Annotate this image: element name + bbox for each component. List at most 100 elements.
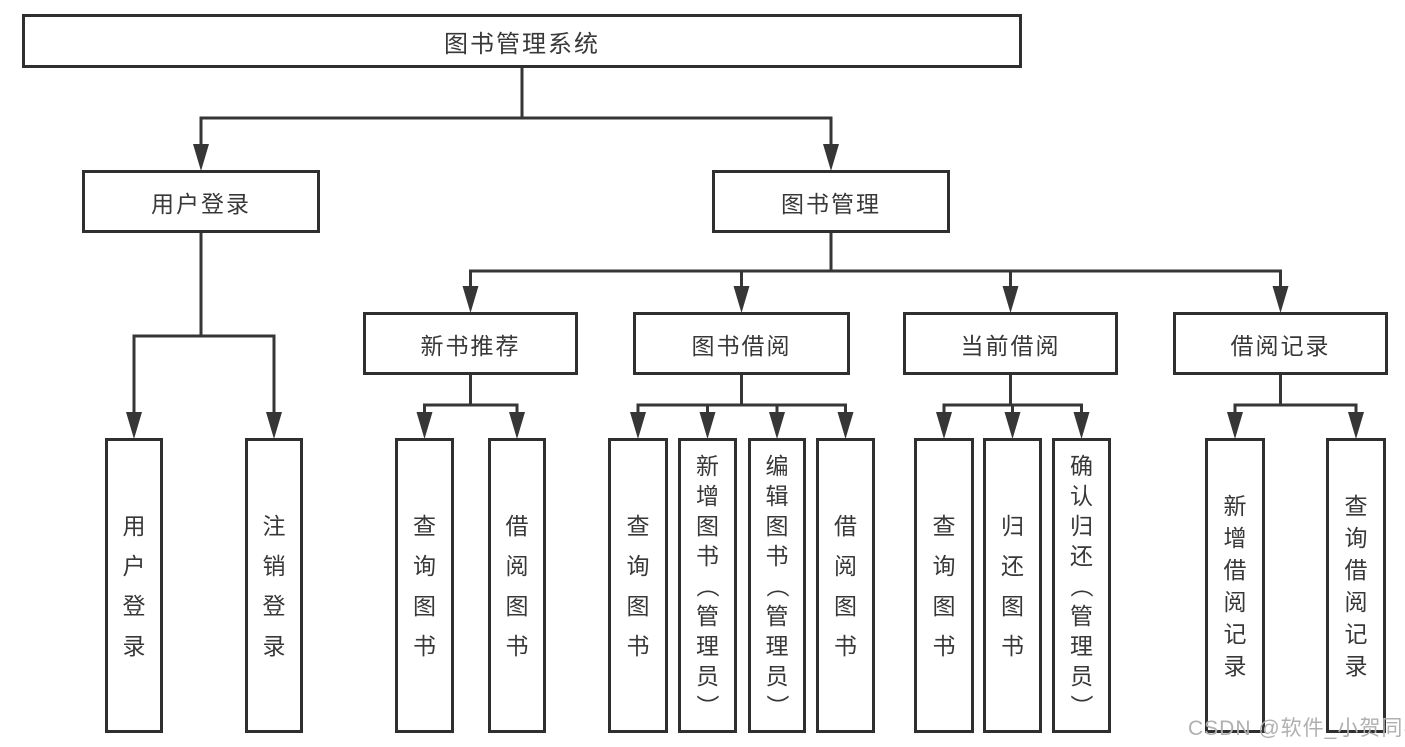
vertical-label-char: 图 [834, 592, 857, 619]
vertical-label-char: 归 [1070, 512, 1093, 539]
node-logout: 注销登录 [245, 438, 303, 733]
arrowhead-icon [936, 412, 952, 439]
vertical-label-char: 户 [122, 552, 146, 579]
node-current-borrow: 当前借阅 [903, 312, 1118, 375]
node-nbr-query: 查询图书 [395, 438, 454, 733]
vertical-label-char: 询 [1344, 524, 1368, 551]
vertical-label-char: 理 [765, 632, 789, 659]
arrowhead-icon [733, 286, 750, 313]
vertical-label-char: 归 [1001, 512, 1024, 539]
vertical-label-char: 管 [765, 602, 789, 629]
arrowhead-icon [193, 144, 209, 171]
vertical-label-char: 阅 [1223, 588, 1247, 615]
arrowhead-icon [823, 144, 839, 171]
arrowhead-icon [462, 286, 479, 313]
node-br-query: 查询借阅记录 [1326, 438, 1386, 733]
vertical-label-char: 录 [122, 632, 146, 659]
vertical-label-char: 登 [262, 592, 286, 619]
vertical-label-char: 编 [765, 452, 789, 479]
vertical-label-char: 记 [1344, 620, 1368, 647]
vertical-label-char: 查 [932, 512, 956, 539]
node-cb-confirm: 确认归还（管理员） [1052, 438, 1111, 733]
node-nbr-borrow: 借阅图书 [488, 438, 546, 733]
arrowhead-icon [1227, 412, 1243, 439]
vertical-label-char: 还 [1001, 552, 1024, 579]
arrowhead-icon [1348, 412, 1364, 439]
node-label: 图书借阅 [691, 332, 792, 359]
vertical-label-char: 书 [505, 632, 529, 659]
node-label: 图书管理 [781, 190, 881, 217]
vertical-label-char: 认 [1070, 482, 1093, 509]
vertical-label-char: （ [1068, 574, 1095, 597]
arrowhead-icon [769, 412, 785, 439]
vertical-label-char: 管 [696, 602, 719, 629]
node-cb-return: 归还图书 [983, 438, 1042, 733]
vertical-label-char: 理 [696, 632, 719, 659]
vertical-label-char: 图 [696, 512, 719, 539]
vertical-label-char: 书 [1001, 632, 1024, 659]
node-bb-edit: 编辑图书（管理员） [748, 438, 806, 733]
vertical-label-char: 借 [505, 512, 529, 539]
vertical-label-char: 询 [413, 552, 436, 579]
vertical-label-char: ） [1068, 694, 1095, 717]
node-label: 当前借阅 [960, 332, 1061, 359]
vertical-label-char: 增 [1223, 524, 1247, 551]
vertical-label-char: 图 [932, 592, 956, 619]
vertical-label-char: 书 [834, 632, 857, 659]
arrowhead-icon [126, 412, 142, 439]
node-bb-add: 新增图书（管理员） [678, 438, 737, 733]
vertical-label-char: 书 [626, 632, 650, 659]
vertical-label-char: 录 [262, 632, 286, 659]
vertical-label-char: 录 [1344, 652, 1368, 679]
vertical-label-char: 销 [262, 552, 286, 579]
vertical-label-char: 管 [1070, 602, 1093, 629]
vertical-label-char: 录 [1223, 652, 1247, 679]
vertical-label-char: 查 [413, 512, 436, 539]
vertical-label-char: 注 [262, 512, 286, 539]
vertical-label-char: 增 [696, 482, 719, 509]
node-new-book-rec: 新书推荐 [363, 312, 578, 375]
node-book-mgmt: 图书管理 [712, 170, 950, 233]
node-root: 图书管理系统 [22, 14, 1022, 68]
node-bb-borrow: 借阅图书 [816, 438, 875, 733]
arrowhead-icon [837, 412, 854, 439]
vertical-label-char: 借 [1344, 556, 1368, 583]
vertical-label-char: 借 [1223, 556, 1247, 583]
vertical-label-char: （ [694, 574, 721, 597]
vertical-label-char: ） [764, 694, 790, 717]
node-label: 借阅记录 [1230, 332, 1331, 359]
vertical-label-char: 询 [626, 552, 650, 579]
vertical-label-char: 书 [696, 542, 719, 569]
vertical-label-char: 用 [122, 512, 146, 539]
vertical-label-char: 图 [765, 512, 789, 539]
arrowhead-icon [416, 412, 433, 439]
node-label: 用户登录 [151, 190, 251, 217]
node-book-borrow: 图书借阅 [633, 312, 850, 375]
node-user-login: 用户登录 [82, 170, 320, 233]
vertical-label-char: 记 [1223, 620, 1247, 647]
vertical-label-char: 阅 [505, 552, 529, 579]
vertical-label-char: （ [764, 574, 790, 597]
node-label: 新书推荐 [420, 332, 521, 359]
arrowhead-icon [509, 412, 525, 439]
watermark: CSDN @软件_小贺同学 [1188, 717, 1405, 740]
vertical-label-char: 还 [1070, 542, 1093, 569]
vertical-label-char: 图 [413, 592, 436, 619]
vertical-label-char: 借 [834, 512, 857, 539]
node-borrow-records: 借阅记录 [1173, 312, 1388, 375]
vertical-label-char: 书 [932, 632, 956, 659]
vertical-label-char: 图 [1001, 592, 1024, 619]
arrowhead-icon [1073, 412, 1090, 439]
node-login: 用户登录 [105, 438, 163, 733]
vertical-label-char: 图 [626, 592, 650, 619]
vertical-label-char: 辑 [765, 482, 789, 509]
arrowhead-icon [1004, 412, 1021, 439]
node-br-add: 新增借阅记录 [1205, 438, 1265, 733]
node-cb-query: 查询图书 [914, 438, 974, 733]
vertical-label-char: 员 [1070, 662, 1093, 689]
node-label: 图书管理系统 [444, 30, 600, 58]
vertical-label-char: 理 [1070, 632, 1093, 659]
vertical-label-char: 查 [1344, 492, 1368, 519]
vertical-label-char: ） [694, 694, 721, 717]
arrowhead-icon [1272, 286, 1289, 313]
